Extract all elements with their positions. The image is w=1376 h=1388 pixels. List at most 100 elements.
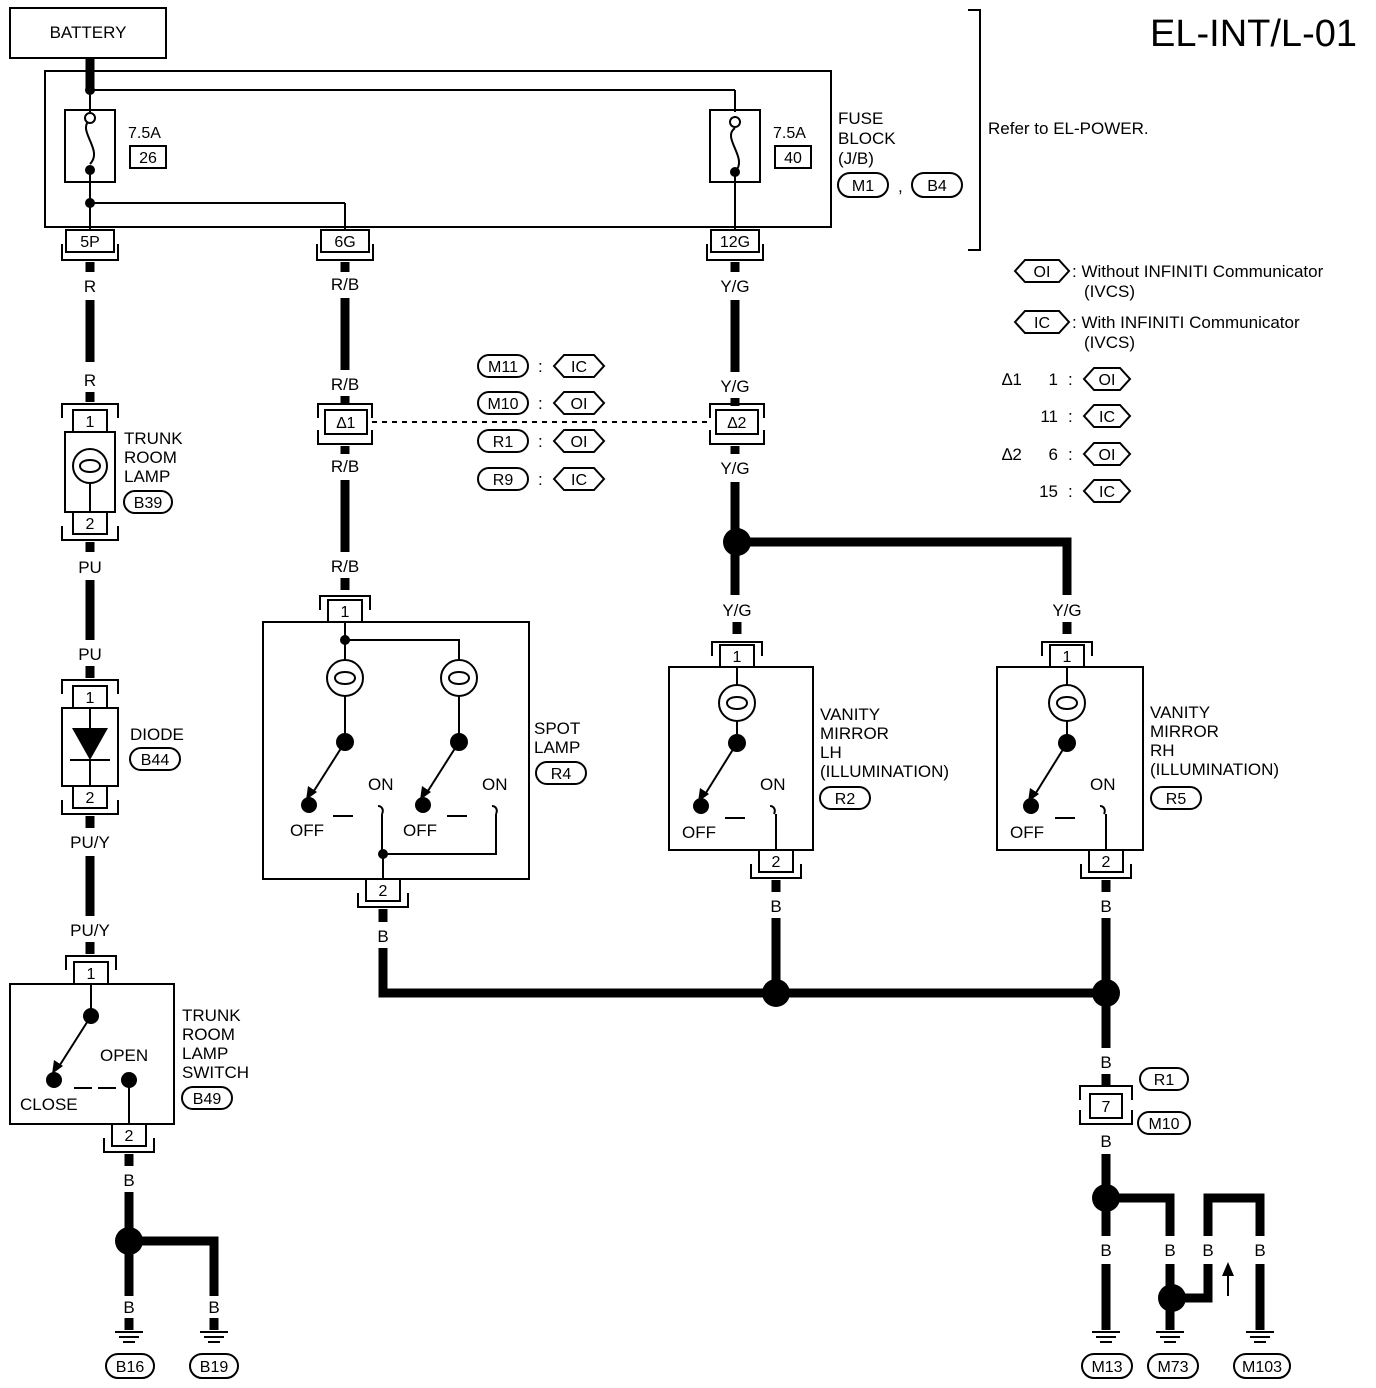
- ground-m13: M13: [1091, 1359, 1122, 1376]
- wire-b-b16: B: [123, 1298, 134, 1317]
- legend-star-1-colon: :: [1068, 370, 1073, 389]
- legend-star-3-tag: OI: [1099, 447, 1116, 464]
- map-row-4-colon: :: [538, 470, 543, 489]
- wire-puy-bottom: PU/Y: [70, 921, 110, 940]
- vanity-rh-pin-1: 1: [1063, 649, 1072, 666]
- ground-b19: B19: [200, 1359, 229, 1376]
- map-row-1-tag: IC: [571, 359, 587, 376]
- wire-rb-1: R/B: [331, 275, 359, 294]
- vanity-lh-label-4: (ILLUMINATION): [820, 762, 949, 781]
- trunk-switch-open: OPEN: [100, 1046, 148, 1065]
- vanity-lh-off: OFF: [682, 823, 716, 842]
- trunk-switch-label-2: ROOM: [182, 1025, 235, 1044]
- ground-m103: M103: [1242, 1359, 1282, 1376]
- map-row-2-colon: :: [538, 394, 543, 413]
- fuse-block-connector-b4: B4: [927, 178, 947, 195]
- vanity-lh-label-3: LH: [820, 743, 842, 762]
- map-row-3-connector: R1: [493, 434, 514, 451]
- legend-oi-tag: OI: [1034, 264, 1051, 281]
- wire-yg-lh: Y/G: [722, 601, 751, 620]
- joint-connector-m10: M10: [1148, 1116, 1179, 1133]
- trunk-switch-close: CLOSE: [20, 1095, 78, 1114]
- fuse-block-label-2: BLOCK: [838, 129, 896, 148]
- wire-b-rh: B: [1100, 897, 1111, 916]
- star-connector-2: ∆2: [728, 415, 747, 432]
- vanity-rh-off: OFF: [1010, 823, 1044, 842]
- trunk-lamp-pin-2: 2: [86, 516, 95, 533]
- star-connector-1: ∆1: [337, 415, 356, 432]
- spot-lamp-label-1: SPOT: [534, 719, 580, 738]
- wire-b-m13: B: [1100, 1241, 1111, 1260]
- connector-map: M11 : IC M10 : OI R1 : OI R9 : IC: [477, 354, 606, 491]
- vanity-rh-on: ON: [1090, 775, 1116, 794]
- legend-star-1-tag: OI: [1099, 372, 1116, 389]
- legend-ic-tag: IC: [1034, 315, 1050, 332]
- vanity-rh-label-3: RH: [1150, 741, 1175, 760]
- map-row-1-colon: :: [538, 357, 543, 376]
- map-row-3-tag: OI: [571, 434, 588, 451]
- trunk-lamp-label-2: ROOM: [124, 448, 177, 467]
- trunk-switch-pin-2: 2: [125, 1128, 134, 1145]
- legend-ic-line-1: : With INFINITI Communicator: [1072, 313, 1300, 332]
- diagram-code: EL-INT/L-01: [1150, 13, 1357, 55]
- vanity-rh-pin-2: 2: [1102, 854, 1111, 871]
- wire-yg-rh: Y/G: [1052, 601, 1081, 620]
- fuse-40-rating: 7.5A: [773, 125, 806, 142]
- spot-lamp-connector: R4: [551, 766, 572, 783]
- vanity-circuit: Y/G Y/G ∆2 Y/G Y/G Y/G 1 ON OFF 2 VANIT: [668, 262, 1291, 1379]
- diode-pin-1: 1: [86, 690, 95, 707]
- wire-yg-1: Y/G: [720, 277, 749, 296]
- map-row-4-tag: IC: [571, 472, 587, 489]
- legend-star-1-mark: ∆1: [1002, 370, 1022, 389]
- wire-b-m103-a: B: [1202, 1241, 1213, 1260]
- map-row-2-tag: OI: [571, 396, 588, 413]
- trunk-lamp-connector: B39: [134, 495, 163, 512]
- ground-m73: M73: [1157, 1359, 1188, 1376]
- wire-b-m103-b: B: [1254, 1241, 1265, 1260]
- vanity-lh-connector: R2: [835, 791, 856, 808]
- wire-b-b19: B: [208, 1298, 219, 1317]
- wire-b-joint-top: B: [1100, 1053, 1111, 1072]
- wire-b-lh: B: [770, 897, 781, 916]
- battery-box: BATTERY: [9, 7, 167, 59]
- spot-lamp-off-1: OFF: [290, 821, 324, 840]
- map-row-1-connector: M11: [488, 359, 518, 376]
- vanity-lh-pin-1: 1: [733, 649, 742, 666]
- diode-pin-2: 2: [86, 790, 95, 807]
- map-row-2-connector: M10: [487, 396, 518, 413]
- spot-lamp-off-2: OFF: [403, 821, 437, 840]
- fuse-block-label-3: (J/B): [838, 149, 874, 168]
- legend-star-2-colon: :: [1068, 407, 1073, 426]
- fuse-block: 7.5A 26 7.5A 40 5P 6G 12G: [44, 58, 832, 261]
- spot-lamp-label-2: LAMP: [534, 738, 580, 757]
- terminal-6g: 6G: [334, 234, 355, 251]
- trunk-circuit: R R 1 2 TRUNK ROOM LAMP B39 PU PU 1 2 DI…: [9, 262, 249, 1379]
- wire-rb-3: R/B: [331, 457, 359, 476]
- legend-star-3-mark: ∆2: [1002, 445, 1022, 464]
- wire-b-joint-bottom: B: [1100, 1132, 1111, 1151]
- legend-star-2-tag: IC: [1099, 409, 1115, 426]
- spot-lamp-on-2: ON: [482, 775, 508, 794]
- joint-connector-r1: R1: [1154, 1072, 1175, 1089]
- vanity-rh-label-2: MIRROR: [1150, 722, 1219, 741]
- wire-pu-bottom: PU: [78, 645, 102, 664]
- spot-lamp-pin-2: 2: [379, 883, 388, 900]
- legend-ic-line-2: (IVCS): [1084, 333, 1135, 352]
- legend-star-3-pin: 6: [1049, 445, 1058, 464]
- joint-pin: 7: [1102, 1099, 1111, 1116]
- vanity-rh-label-1: VANITY: [1150, 703, 1210, 722]
- wire-r-top: R: [84, 277, 96, 296]
- vanity-lh-label-2: MIRROR: [820, 724, 889, 743]
- terminal-12g: 12G: [720, 234, 750, 251]
- wire-yg-3: Y/G: [720, 459, 749, 478]
- wire-rb-2: R/B: [331, 375, 359, 394]
- diode-connector: B44: [141, 752, 170, 769]
- trunk-switch-label-4: SWITCH: [182, 1063, 249, 1082]
- legend-star-4-tag: IC: [1099, 484, 1115, 501]
- fuse-26-rating: 7.5A: [128, 125, 161, 142]
- spot-lamp-pin-1: 1: [341, 604, 350, 621]
- wire-puy-top: PU/Y: [70, 833, 110, 852]
- battery-label: BATTERY: [50, 23, 127, 42]
- trunk-switch-pin-1: 1: [87, 966, 96, 983]
- vanity-lh-on: ON: [760, 775, 786, 794]
